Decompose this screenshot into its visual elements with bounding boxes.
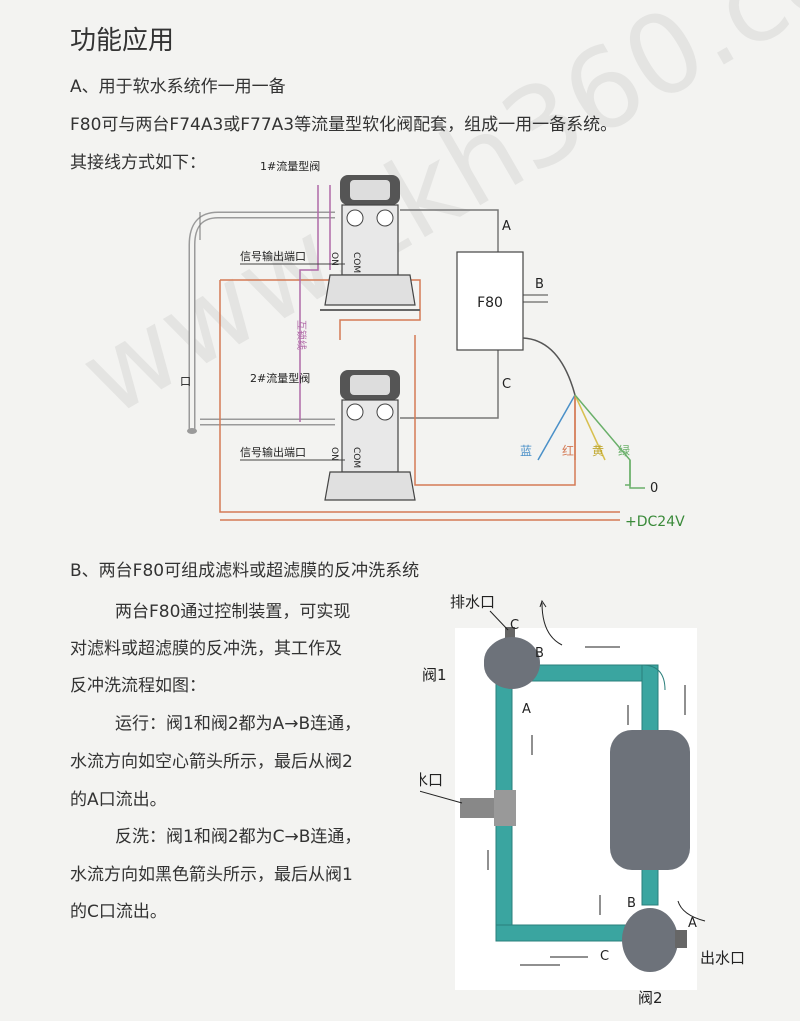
c-top-label: C: [510, 618, 519, 633]
section-a-line1: F80可与两台F74A3或F77A3等流量型软化阀配套，组成一用一备系统。: [70, 115, 618, 135]
filter-tank: [610, 730, 690, 870]
valve1-com: COM: [351, 252, 361, 273]
inlet-label: 进水口: [180, 375, 191, 388]
valve-2: ON COM: [324, 370, 416, 501]
port-a-label: A: [502, 219, 511, 234]
section-b-p3-l2: 水流方向如黑色箭头所示，最后从阀1: [70, 865, 353, 885]
interlock-label: 互锁线: [295, 320, 308, 350]
page-title: 功能应用: [70, 26, 175, 56]
valve1-label: 阀1: [422, 666, 447, 684]
section-b-p3-l3: 的C口流出。: [70, 902, 167, 922]
section-b-title: B、两台F80可组成滤料或超滤膜的反冲洗系统: [70, 561, 420, 581]
valve2-on: ON: [329, 447, 339, 461]
drain-label: 排水口: [450, 593, 495, 611]
c-bottom-label: C: [600, 949, 609, 964]
valve-1-body: [484, 627, 540, 689]
backwash-diagram: 排水口 C B 阀1 A 进水口 B A 出水口 C 阀2: [420, 593, 745, 1007]
valve1-label: 1#流量型阀: [260, 160, 320, 173]
valve-2-body: [622, 908, 687, 972]
b-bottom-label: B: [627, 896, 636, 911]
dc24v-label: +DC24V: [625, 514, 685, 530]
a-left-label: A: [522, 702, 531, 717]
flow-arrow-drain: [541, 602, 563, 646]
section-b-p2-l2: 水流方向如空心箭头所示，最后从阀2: [70, 752, 353, 772]
f80-controller: [456, 251, 524, 351]
wire-blue-label: 蓝: [520, 444, 532, 458]
section-b-p1-l2: 对滤料或超滤膜的反冲洗，其工作及: [70, 639, 342, 659]
wiring-diagram: F80 A B C 蓝 红 黄 绿 0 +DC24V ON COM 1#流量型阀…: [180, 160, 685, 530]
flow-arrow-outlet: [677, 900, 706, 922]
signal-port2-label: 信号输出端口: [240, 445, 306, 459]
valve2-label: 阀2: [638, 989, 663, 1007]
valve-1: ON COM: [320, 175, 420, 311]
port-b-label: B: [535, 277, 544, 292]
wire-red-label: 红: [562, 443, 574, 458]
wire-green-label: 绿: [618, 443, 630, 458]
a-right-label: A: [688, 916, 697, 931]
inlet-pipe: [188, 211, 335, 430]
interlock-wire: [299, 185, 319, 422]
inlet-label: 进水口: [420, 771, 443, 789]
zero-label: 0: [650, 481, 658, 496]
section-b-p1-l3: 反冲洗流程如图：: [70, 676, 206, 696]
signal-port1-label: 信号输出端口: [240, 249, 306, 263]
valve2-com: COM: [351, 447, 361, 468]
section-b-p3-l1: 反洗：阀1和阀2都为C→B连通，: [115, 827, 362, 847]
section-a-line2: 其接线方式如下：: [70, 153, 206, 173]
section-b-p2-l1: 运行：阀1和阀2都为A→B连通，: [115, 714, 362, 734]
controller-label: F80: [477, 295, 503, 311]
section-b-p1-l1: 两台F80通过控制装置，可实现: [115, 602, 351, 622]
port-c-label: C: [502, 377, 511, 392]
wire-yellow-label: 黄: [592, 444, 604, 458]
section-b-p2-l3: 的A口流出。: [70, 790, 167, 810]
section-a-title: A、用于软水系统作一用一备: [70, 77, 286, 97]
valve1-on: ON: [329, 252, 339, 266]
b-top-label: B: [535, 646, 544, 661]
outlet-label: 出水口: [700, 949, 745, 967]
valve2-label: 2#流量型阀: [250, 371, 310, 385]
